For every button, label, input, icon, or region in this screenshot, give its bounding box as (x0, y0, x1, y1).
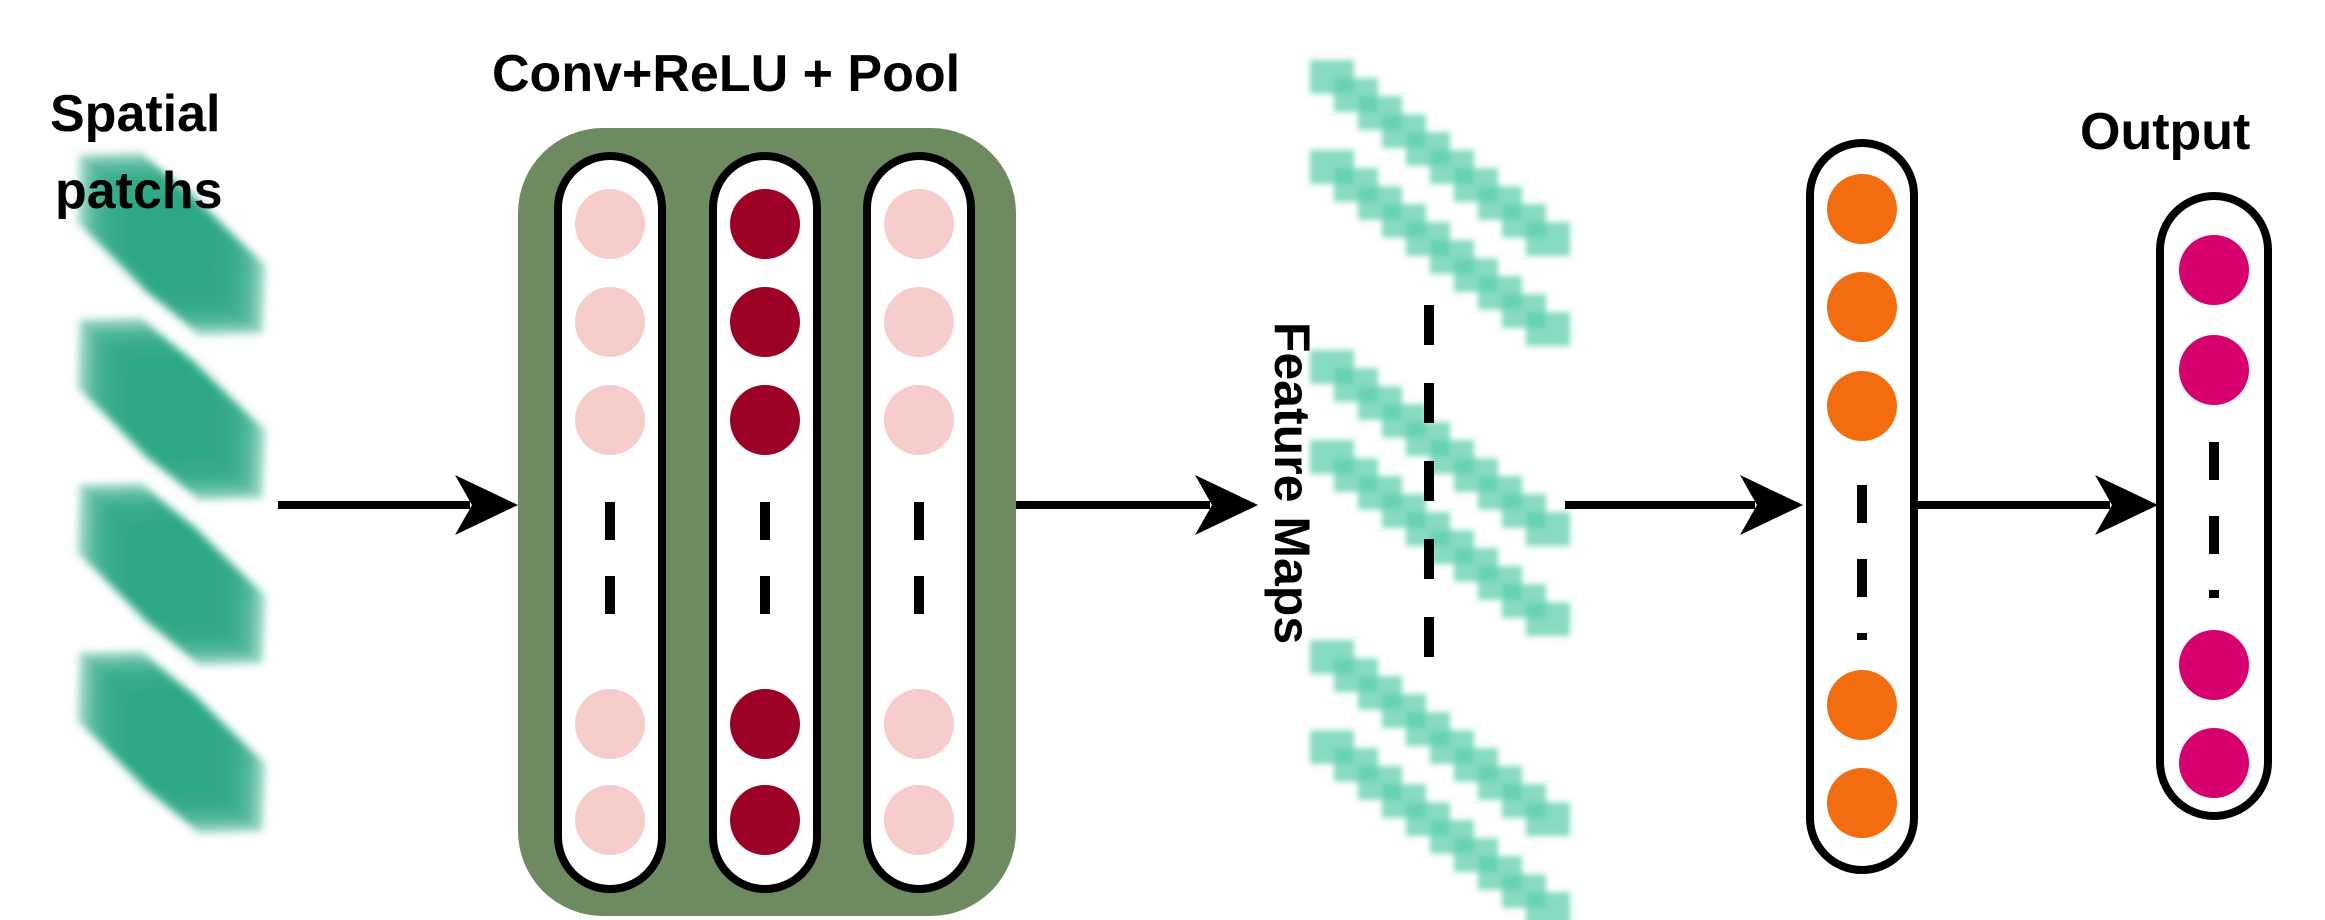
neuron-icon (730, 287, 800, 357)
dense-layer (1806, 139, 1918, 874)
arrow-features-to-dense (1565, 475, 1803, 535)
feature-map-icon (1310, 640, 1570, 836)
neuron-icon (575, 189, 645, 259)
spatial-patches-label-line1: Spatial (50, 85, 221, 143)
neuron-icon (884, 287, 954, 357)
spatial-patches-group (78, 153, 265, 833)
conv-relu-pool-block (518, 128, 1016, 916)
neuron-icon (884, 785, 954, 855)
neuron-icon (1827, 670, 1897, 740)
conv-block-title: Conv+ReLU + Pool (492, 45, 961, 103)
feature-maps-label: Feature Maps (1264, 321, 1320, 645)
arrow-icon (1740, 475, 1803, 535)
neuron-icon (2179, 235, 2249, 305)
neuron-icon (575, 785, 645, 855)
spatial-patch-icon (78, 318, 265, 500)
neuron-icon (730, 189, 800, 259)
arrow-icon (1195, 475, 1258, 535)
arrow-conv-to-features (1016, 475, 1258, 535)
arrow-patches-to-conv (278, 475, 518, 535)
neuron-icon (730, 689, 800, 759)
neuron-icon (1827, 272, 1897, 342)
neuron-icon (2179, 728, 2249, 798)
output-layer (2156, 192, 2272, 820)
neuron-icon (884, 189, 954, 259)
output-label: Output (2080, 103, 2251, 161)
feature-map-icon (1310, 60, 1570, 256)
spatial-patch-icon (78, 483, 265, 665)
neuron-icon (575, 385, 645, 455)
feature-maps-group (1310, 60, 1570, 920)
arrow-icon (2095, 475, 2158, 535)
feature-map-icon (1310, 150, 1570, 346)
arrow-dense-to-output (1914, 475, 2158, 535)
neuron-icon (2179, 335, 2249, 405)
feature-map-icon (1310, 730, 1570, 920)
spatial-patch-icon (78, 651, 265, 833)
spatial-patches-label-line2: patchs (55, 162, 223, 220)
feature-map-icon (1310, 440, 1570, 636)
neuron-icon (730, 785, 800, 855)
neuron-icon (575, 689, 645, 759)
arrow-icon (455, 475, 518, 535)
neuron-icon (575, 287, 645, 357)
neuron-icon (730, 385, 800, 455)
neuron-icon (2179, 630, 2249, 700)
neuron-icon (1827, 174, 1897, 244)
neuron-icon (884, 689, 954, 759)
spatial-patch-icon (78, 153, 265, 335)
neuron-icon (1827, 768, 1897, 838)
neuron-icon (1827, 371, 1897, 441)
neuron-icon (884, 385, 954, 455)
feature-map-icon (1310, 350, 1570, 546)
